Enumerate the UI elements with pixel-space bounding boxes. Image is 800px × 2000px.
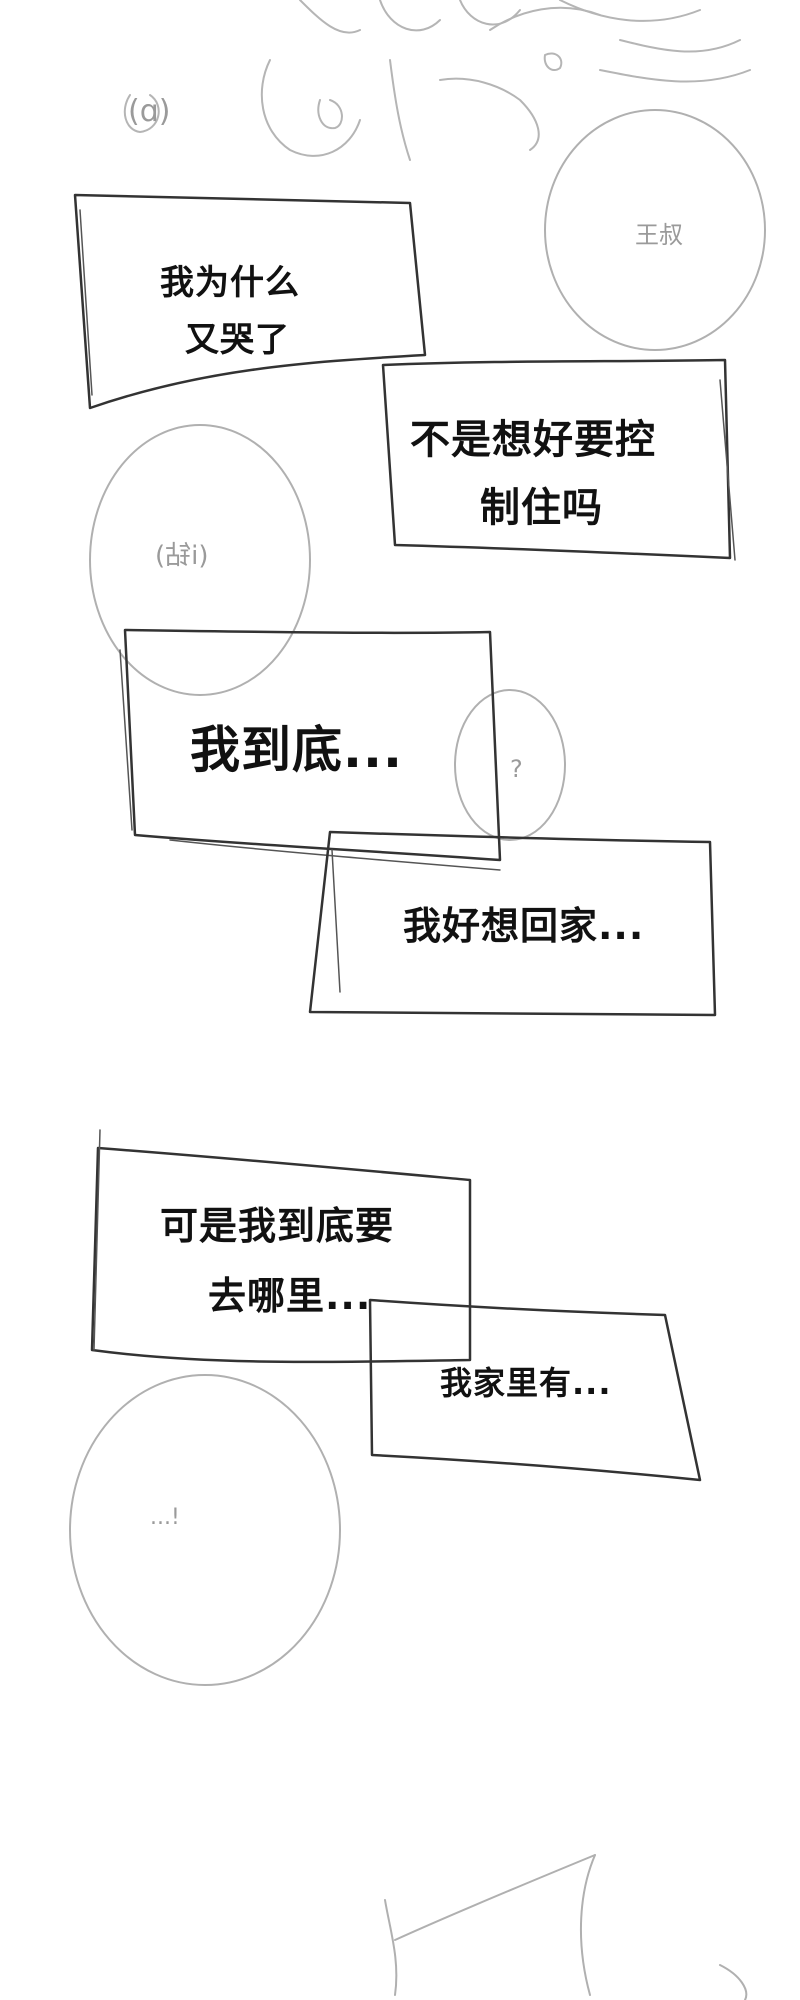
bubble-frame-3 xyxy=(123,628,502,862)
bubble-1-line-1: 我为什么 xyxy=(160,263,300,303)
bubble-5-line-2: 去哪里... xyxy=(208,1274,372,1318)
pencil-note-5: ...! xyxy=(150,1505,180,1530)
bubble-frames xyxy=(73,193,736,1482)
bubble-frame-1 xyxy=(73,193,427,410)
pencil-note-1: (ɑ) xyxy=(128,94,171,129)
bubble-4-line-1: 我好想回家... xyxy=(403,904,645,948)
bubble-2-line-1: 不是想好要控 xyxy=(410,417,656,463)
bubble-1-line-2: 又哭了 xyxy=(185,320,290,360)
sketch-circle-bottom xyxy=(69,1374,341,1686)
sketch-bottom-figure xyxy=(384,1854,748,2000)
sketch-circle-right xyxy=(544,109,766,351)
bubble-6-line-1: 我家里有... xyxy=(440,1364,612,1402)
bubble-frame-5 xyxy=(90,1146,472,1364)
pencil-note-3: (i钻) xyxy=(155,541,209,571)
sketch-circle-left xyxy=(89,424,311,696)
pencil-note-4: ? xyxy=(510,755,523,783)
bubble-frame-4 xyxy=(308,830,717,1017)
pencil-note-2: 王叔 xyxy=(635,221,683,249)
sketch-top-figure xyxy=(123,0,751,161)
sketch-oval-small xyxy=(454,689,566,841)
bubble-frame-2 xyxy=(381,358,732,560)
bubble-2-line-2: 制住吗 xyxy=(480,485,603,531)
bubble-frame-6 xyxy=(368,1298,702,1482)
bubble-5-line-1: 可是我到底要 xyxy=(160,1204,395,1248)
bubble-3-line-1: 我到底... xyxy=(190,721,403,779)
